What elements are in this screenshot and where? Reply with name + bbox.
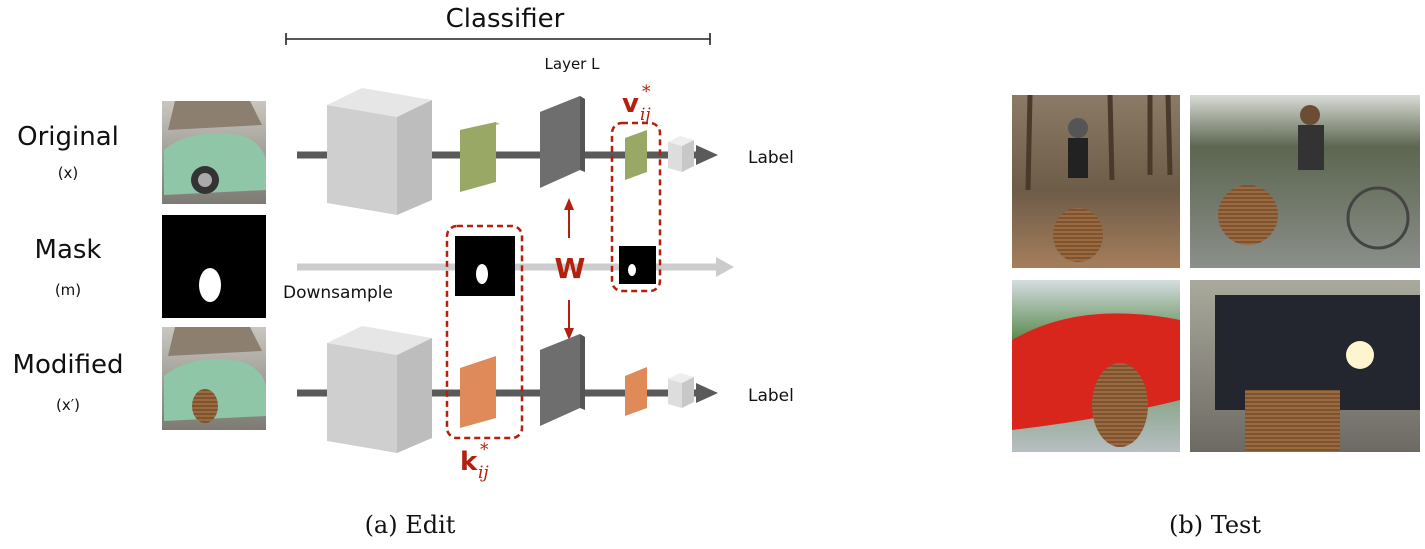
key-dashed-box — [445, 224, 524, 440]
output-label-top: Label — [748, 148, 794, 168]
output-label-bottom: Label — [748, 386, 794, 406]
original-car-image — [162, 101, 266, 204]
svg-text:ij: ij — [640, 105, 651, 125]
key-symbol: k ij * — [460, 440, 489, 483]
layer-l-bottom — [540, 334, 585, 426]
value-feature-green — [625, 130, 647, 180]
weight-arrow-down — [564, 300, 574, 340]
row-label-mask: Mask — [35, 235, 102, 265]
classifier-bracket — [285, 33, 711, 45]
input-block-top — [327, 88, 432, 215]
output-cube-top — [668, 136, 694, 172]
caption-test: (b) Test — [1169, 511, 1261, 539]
modified-car-image — [162, 327, 266, 430]
weight-label: W — [555, 252, 586, 285]
layer-l-top — [540, 96, 585, 188]
bottom-arrowhead — [696, 383, 718, 403]
top-arrowhead — [696, 145, 718, 165]
svg-text:ij: ij — [478, 463, 489, 483]
test-photo-bicycle — [1190, 95, 1420, 268]
row-symbol-original: (x) — [58, 164, 79, 182]
svg-text:*: * — [480, 440, 489, 460]
downsampled-mask-1 — [455, 236, 515, 296]
feature-green-layer — [460, 122, 500, 192]
classifier-title: Classifier — [446, 4, 565, 34]
downsampled-mask-2 — [619, 246, 656, 284]
key-feature-orange — [460, 356, 496, 428]
test-photo-red-car — [1012, 280, 1180, 452]
row-symbol-mask: (m) — [55, 281, 81, 299]
output-cube-bottom — [668, 373, 694, 408]
downsample-label: Downsample — [283, 283, 393, 303]
svg-text:v: v — [622, 89, 639, 119]
value-dashed-box — [610, 121, 662, 293]
row-label-original: Original — [17, 122, 119, 152]
test-photo-jeep — [1190, 280, 1420, 452]
svg-text:*: * — [642, 82, 651, 102]
test-photo-unicycle — [1012, 94, 1180, 268]
input-block-bottom — [327, 326, 432, 453]
caption-edit: (a) Edit — [365, 511, 456, 539]
mask-arrowhead — [716, 257, 734, 277]
svg-text:k: k — [460, 447, 478, 477]
weight-arrow-up — [564, 198, 574, 238]
layer-label: Layer L — [545, 55, 601, 73]
value-symbol: v ij * — [622, 82, 651, 125]
mask-image — [162, 215, 266, 318]
feature-orange-small — [625, 367, 647, 416]
row-symbol-modified: (x′) — [56, 396, 80, 414]
row-label-modified: Modified — [13, 350, 124, 380]
